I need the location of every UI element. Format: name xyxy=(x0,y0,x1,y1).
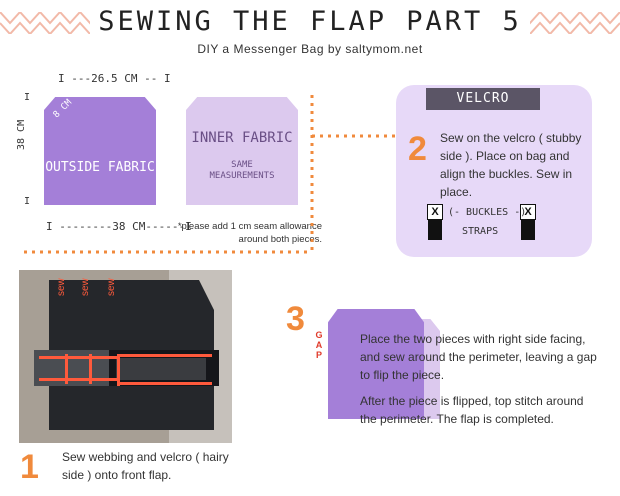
photo-sew-label-3: sew xyxy=(106,278,117,296)
step3-number: 3 xyxy=(286,300,305,338)
step3-text-1: Place the two pieces with right side fac… xyxy=(360,332,597,382)
buckle-left-mark: X xyxy=(427,204,443,220)
dimension-tick-top: I xyxy=(24,92,31,103)
outside-fabric-label: OUTSIDE FABRIC xyxy=(45,160,155,175)
bottom-dimension-label: I --------38 CM------I xyxy=(46,220,192,233)
flap-photo xyxy=(19,270,232,443)
inner-fabric-sublabel: SAME MEASUREMENTS xyxy=(209,160,275,181)
step1-number: 1 xyxy=(20,448,39,486)
photo-sew-label-1: sew xyxy=(56,278,67,296)
gap-label: GAP xyxy=(315,330,323,360)
seam-allowance-note: *please add 1 cm seam allowance around b… xyxy=(177,221,322,245)
outside-piece-shape xyxy=(328,309,424,419)
buckle-right-mark: X xyxy=(520,204,536,220)
velcro-header: VELCRO xyxy=(426,88,540,110)
page-title: SEWING THE FLAP PART 5 xyxy=(0,6,620,37)
step2-text: Sew on the velcro ( stubby side ). Place… xyxy=(440,131,582,199)
straps-caption: STRAPS xyxy=(462,226,499,237)
page-subtitle: DIY a Messenger Bag by saltymom.net xyxy=(197,42,423,56)
buckles-caption: (- BUCKLES -) xyxy=(448,207,527,218)
height-dimension-label: 38 CM xyxy=(16,119,27,150)
step2-number: 2 xyxy=(408,130,427,168)
dimension-tick-bottom: I xyxy=(24,196,31,207)
photo-sew-label-2: sew xyxy=(80,278,91,296)
width-dimension-label: I ---26.5 CM -- I xyxy=(58,72,171,85)
inner-fabric-shape xyxy=(186,97,298,205)
inner-fabric-label: INNER FABRIC xyxy=(191,130,293,146)
step3-text-2: After the piece is flipped, top stitch a… xyxy=(360,394,584,426)
outside-fabric-shape xyxy=(44,97,156,205)
step1-text: Sew webbing and velcro ( hairy side ) on… xyxy=(62,450,229,482)
